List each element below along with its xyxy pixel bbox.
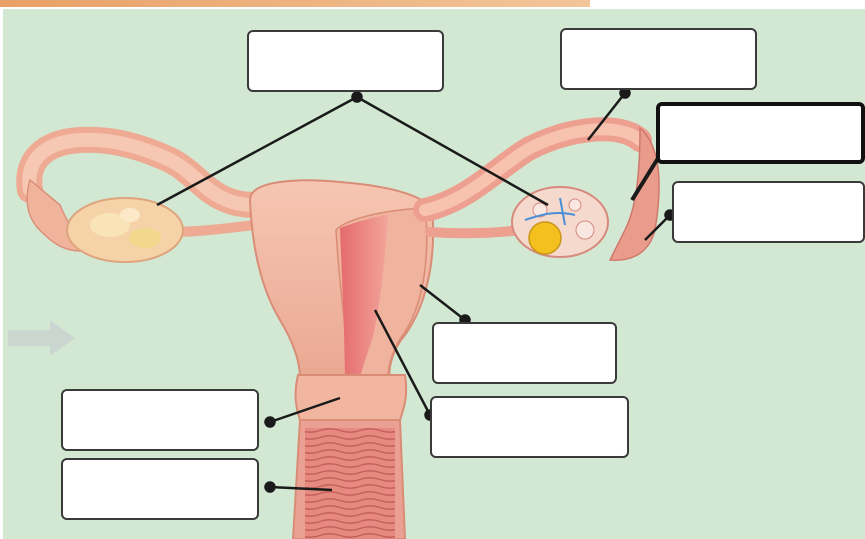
label-box-infundibulum[interactable] <box>672 181 865 243</box>
label-box-vagina[interactable] <box>61 458 259 520</box>
label-box-endometrium[interactable] <box>430 396 629 458</box>
faded-arrow <box>8 320 75 356</box>
label-box-cervix[interactable] <box>61 389 259 451</box>
uterus <box>250 180 433 390</box>
label-box-fimbriae[interactable] <box>656 102 865 164</box>
right-ovary <box>512 187 608 257</box>
label-box-myometrium[interactable] <box>432 322 617 384</box>
label-box-fallopian-tube[interactable] <box>560 28 757 90</box>
cervix-and-vagina <box>293 375 406 539</box>
left-ovary <box>67 198 183 262</box>
label-box-ovaries[interactable] <box>247 30 444 92</box>
